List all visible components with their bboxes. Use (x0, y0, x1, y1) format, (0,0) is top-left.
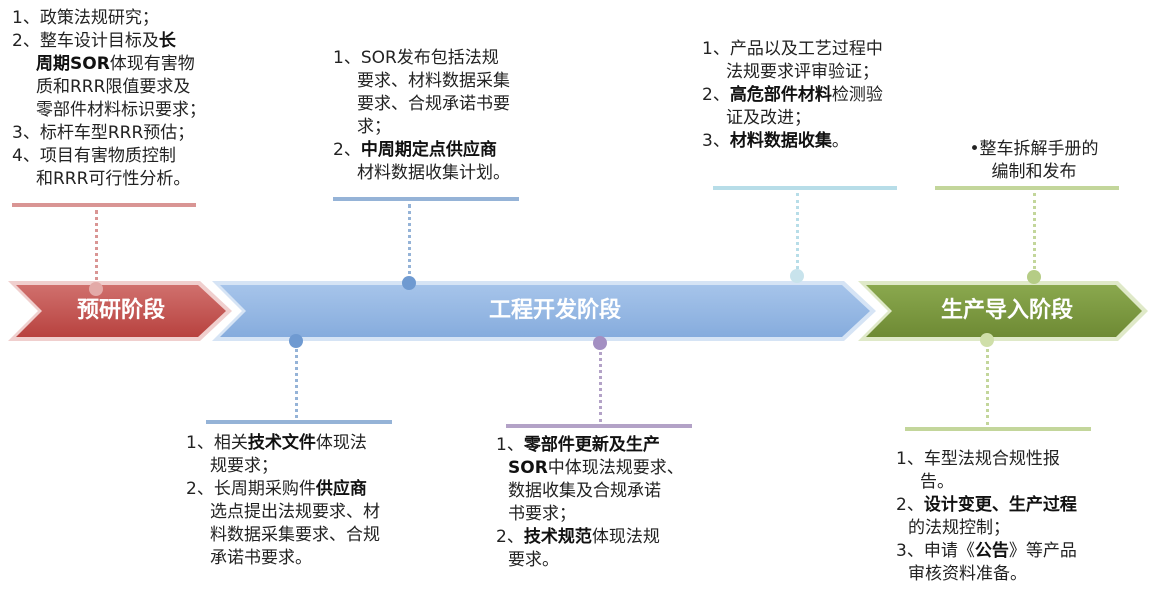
note-text: 2、长周期采购件 (186, 479, 316, 499)
connector-bar-prestudy (12, 203, 196, 207)
note-text: 1、相关 (186, 433, 248, 453)
note-bold: 供应商 (315, 479, 367, 499)
note-line: 书要求； (508, 504, 576, 524)
note-text: 体现法规 (591, 527, 660, 547)
note-line: 1、SOR发布包括法规 (333, 48, 499, 68)
note-line: 质和RRR限值要求及 (36, 77, 191, 97)
connector-bar-parts (506, 424, 692, 428)
note-bold: 技术规范 (523, 527, 592, 547)
note-line: 4、项目有害物质控制 (12, 146, 176, 166)
note-text: 。 (831, 131, 849, 151)
note-line: 要求。 (508, 550, 559, 570)
connector-bar-sor (333, 197, 519, 201)
note-text: 》等产品 (1008, 541, 1077, 561)
note-bold: 长 (158, 31, 176, 51)
dotted-connector-tech (295, 342, 298, 418)
note-line: 选点提出法规要求、材 (210, 502, 380, 522)
note-bold: 高危部件材料 (729, 85, 832, 105)
note-line: •整车拆解手册的 (969, 139, 1099, 159)
phase-label-prestudy: 预研阶段 (76, 298, 165, 323)
note-bold: SOR (508, 458, 548, 478)
note-line: 材料数据收集计划。 (357, 163, 510, 183)
note-line: 和RRR可行性分析。 (36, 169, 191, 189)
milestone-dot-manual (1027, 270, 1041, 284)
phase-label-engineering: 工程开发阶段 (488, 298, 621, 323)
note-text: 3、 (702, 131, 730, 151)
note-line: 1、车型法规合规性报 (896, 449, 1060, 469)
note-bold: 技术文件 (247, 433, 316, 453)
note-prestudy: 1、政策法规研究； 2、整车设计目标及长 周期SOR体现有害物 质和RRR限值要… (12, 7, 206, 191)
note-text: 2、 (496, 527, 524, 547)
note-line: 承诺书要求。 (210, 548, 312, 568)
phase-label-production: 生产导入阶段 (940, 298, 1073, 323)
dotted-connector-manual (1033, 193, 1036, 275)
connector-bar-product (713, 186, 897, 190)
note-text: 2、 (896, 495, 924, 515)
note-bold: 材料数据收集 (729, 131, 832, 151)
note-line: 法规要求评审验证； (726, 62, 879, 82)
note-parts: 1、零部件更新及生产 SOR中体现法规要求、 数据收集及合规承诺 书要求； 2、… (496, 434, 684, 572)
note-line: 数据收集及合规承诺 (508, 481, 661, 501)
note-text: 2、整车设计目标及 (12, 31, 159, 51)
note-manual: •整车拆解手册的 编制和发布 (950, 138, 1118, 184)
milestone-dot-production (980, 333, 994, 347)
note-line: 料数据采集要求、合规 (210, 525, 380, 545)
note-line: 1、产品以及工艺过程中 (702, 39, 883, 59)
note-text: 2、 (702, 85, 730, 105)
dotted-connector-prestudy (95, 210, 98, 288)
note-line: 零部件材料标识要求； (36, 100, 206, 120)
note-sor: 1、SOR发布包括法规 要求、材料数据采集 要求、合规承诺书要 求； 2、中周期… (333, 47, 510, 185)
note-text: 中体现法规要求、 (547, 458, 684, 478)
note-line: 规要求； (210, 456, 278, 476)
note-text: 1、 (496, 435, 524, 455)
note-bold: 零部件更新及生产 (523, 435, 660, 455)
milestone-dot-sor (402, 276, 416, 290)
connector-bar-manual (935, 186, 1119, 190)
note-line: 证及改进； (726, 108, 811, 128)
milestone-dot-tech (289, 334, 303, 348)
note-line: 审核资料准备。 (908, 564, 1027, 584)
dotted-connector-parts (599, 345, 602, 422)
note-bold: 周期SOR (36, 54, 110, 74)
note-text: 体现法 (315, 433, 367, 453)
dotted-connector-product (796, 193, 799, 275)
note-line: 求； (357, 117, 391, 137)
note-product: 1、产品以及工艺过程中 法规要求评审验证； 2、高危部件材料检测验 证及改进； … (702, 38, 883, 153)
dotted-connector-production (986, 342, 989, 425)
milestone-dot-parts (593, 336, 607, 350)
connector-bar-production (905, 427, 1091, 431)
note-line: 的法规控制； (908, 518, 1010, 538)
note-text: 3、申请《 (896, 541, 975, 561)
note-line: 告。 (920, 472, 954, 492)
note-line: 要求、材料数据采集 (357, 71, 510, 91)
note-bold: 公告 (974, 541, 1009, 561)
milestone-dot-product (790, 269, 804, 283)
connector-bar-tech (206, 420, 392, 424)
note-tech: 1、相关技术文件体现法 规要求； 2、长周期采购件供应商 选点提出法规要求、材 … (186, 432, 380, 570)
note-text: 2、 (333, 140, 361, 160)
note-bold: 设计变更、生产过程 (923, 495, 1077, 515)
note-text: 体现有害物 (109, 54, 195, 74)
note-line: 3、标杆车型RRR预估； (12, 123, 195, 143)
note-production: 1、车型法规合规性报 告。 2、设计变更、生产过程 的法规控制； 3、申请《公告… (896, 448, 1077, 586)
note-line: 要求、合规承诺书要 (357, 94, 510, 114)
note-text: 检测验 (831, 85, 883, 105)
note-line: 编制和发布 (991, 162, 1077, 182)
milestone-dot-prestudy (89, 282, 103, 296)
dotted-connector-sor (408, 204, 411, 282)
note-bold: 中周期定点供应商 (360, 140, 497, 160)
note-line: 1、政策法规研究； (12, 8, 159, 28)
